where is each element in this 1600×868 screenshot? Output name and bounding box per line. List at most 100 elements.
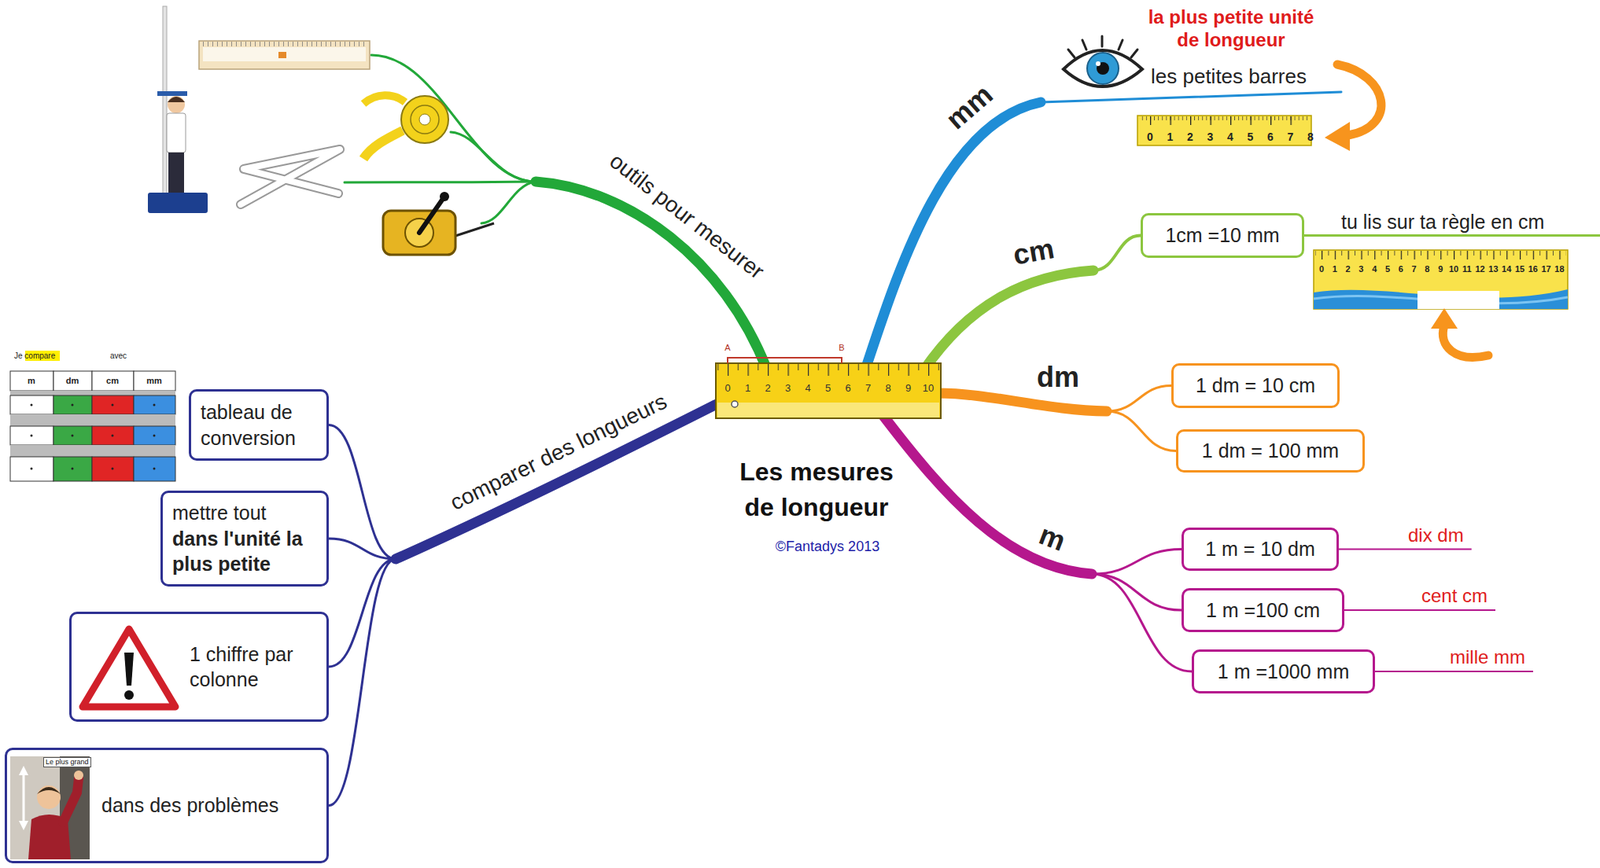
branch-line: [1091, 549, 1182, 576]
conversion-table-picture-part: [53, 457, 93, 482]
ruler-number: 15: [1515, 264, 1525, 275]
box-text: dans des problèmes: [101, 792, 318, 819]
box-text: mettre tout: [172, 500, 318, 527]
concept-box: tableau de conversion: [188, 389, 329, 461]
height-gauge-part: [167, 96, 185, 103]
ruler-number: 7: [865, 382, 871, 395]
map-title: Les mesures de longueur: [722, 454, 911, 526]
concept-box: 1 chiffre par colonne: [69, 611, 329, 723]
conversion-table-picture-part: [133, 395, 176, 415]
conversion-table-picture-part: [133, 371, 176, 391]
ruler-number: 4: [1227, 130, 1234, 144]
ruler-number: 3: [785, 382, 791, 395]
conversion-table-picture-part: [53, 395, 93, 415]
center-ruler-part: [715, 363, 941, 419]
box-text: 1 dm = 100 mm: [1187, 438, 1353, 465]
branch-line: [328, 559, 396, 807]
ruler-number: 8: [1424, 264, 1430, 275]
tape-measure-part: [419, 114, 431, 126]
branch-line: [1093, 235, 1141, 272]
ruler-number: 7: [1411, 264, 1417, 275]
branch-line: [1091, 574, 1192, 672]
conversion-table-picture-part: [10, 395, 54, 415]
ruler-number: 9: [905, 382, 911, 395]
conversion-table-picture-part: [71, 468, 74, 471]
ruler-tool-part: [200, 41, 369, 48]
child-photo-part: [62, 778, 79, 823]
ruler-number: 5: [825, 382, 831, 395]
ruler-number: 13: [1488, 264, 1498, 275]
line-label: mille mm: [1449, 646, 1526, 670]
ruler-number: 9: [1437, 264, 1443, 275]
ruler-tool-part: [199, 40, 370, 70]
branch-part: [881, 412, 1092, 575]
conversion-table-picture-part: [133, 426, 176, 446]
branch-line: [1106, 411, 1177, 452]
conversion-table-picture-part: [153, 435, 156, 438]
mm-ruler-part: [1137, 115, 1312, 146]
reel-tape: [383, 191, 495, 255]
ruler-number: 5: [1385, 264, 1390, 275]
note-text: la plus petite unité de longueur: [1147, 6, 1315, 52]
box-text: 1 dm = 10 cm: [1183, 372, 1328, 399]
center-ruler-part: [717, 364, 940, 378]
eye-icon-part: [1095, 61, 1101, 67]
conversion-table-picture-part: [10, 414, 176, 427]
box-text: 1 chiffre par colonne: [189, 641, 318, 694]
reel-tape-part: [419, 196, 445, 233]
branch-line: [328, 538, 396, 560]
folding-ruler: [240, 149, 340, 205]
box-text: 1cm =10 mm: [1152, 222, 1293, 249]
ruler-number: 18: [1554, 264, 1564, 275]
ruler-number: 1: [1167, 130, 1174, 144]
child-photo-part: [36, 787, 61, 795]
ruler-tool-part: [200, 62, 369, 69]
ruler-number: 14: [1501, 264, 1512, 275]
ruler-number: 0: [1146, 130, 1154, 144]
ruler-number: 16: [1528, 264, 1538, 275]
box-text: 1 m =100 cm: [1193, 597, 1333, 624]
branch-line: [328, 559, 396, 668]
cm-ruler-part: [1313, 250, 1568, 310]
child-photo-part: [10, 756, 90, 860]
mm-ruler-part: [1139, 116, 1310, 127]
tape-measure-part: [363, 130, 403, 159]
table-header: cm: [106, 376, 119, 387]
tape-measure: [363, 95, 449, 159]
ruler-number: 1: [1332, 264, 1338, 275]
child-photo: [10, 756, 90, 860]
table-header: m: [27, 376, 36, 387]
branch-label: dm: [1036, 360, 1080, 395]
ruler-number: 8: [884, 382, 891, 395]
ruler-tool: [199, 40, 370, 70]
ruler-number: 0: [1319, 264, 1324, 275]
branch-part: [395, 402, 720, 560]
ruler-number: 8: [1307, 130, 1314, 144]
table-header: dm: [66, 376, 80, 387]
table-header: mm: [146, 376, 163, 387]
box-text: tableau de conversion: [200, 399, 318, 451]
mm-ruler-part: [1139, 116, 1310, 127]
center-ruler-part: [717, 364, 940, 378]
ruler-number: 10: [1448, 264, 1459, 275]
concept-box: 1 dm = 100 mm: [1176, 429, 1365, 473]
height-gauge: [147, 6, 208, 214]
branch-part: [450, 132, 536, 182]
ruler-number: 2: [1345, 264, 1351, 275]
branch-part: [535, 181, 767, 370]
orange-arrow-part: [1337, 64, 1382, 136]
conversion-table-picture-part: [111, 404, 115, 407]
concept-box: mettre toutdans l'unité la plus petite: [160, 490, 329, 587]
conversion-table-picture-part: [53, 371, 93, 391]
eye-icon-part: [1087, 52, 1119, 85]
child-photo-part: [18, 766, 29, 776]
branch-line: [1106, 386, 1172, 413]
conversion-table-picture-part: [30, 435, 34, 438]
line-label: tu lis sur ta règle en cm: [1341, 210, 1545, 234]
warning-sign-part: [124, 652, 134, 686]
branch-part: [371, 55, 536, 182]
concept-box: 1 m = 10 dm: [1181, 527, 1339, 572]
ruler-number: 11: [1462, 264, 1472, 275]
conversion-table-picture-part: [92, 426, 134, 446]
